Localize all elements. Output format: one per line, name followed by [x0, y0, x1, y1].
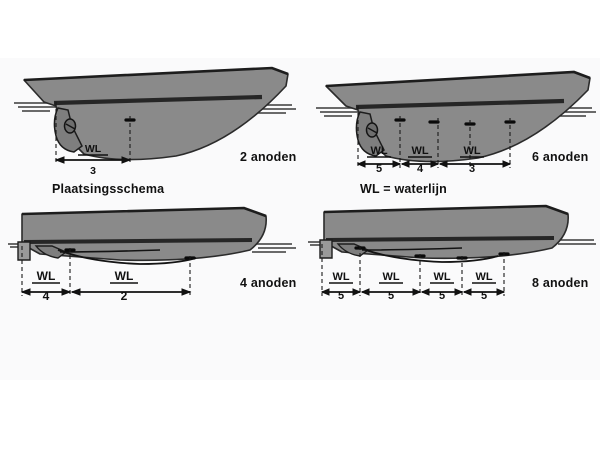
- dimension-segment: [70, 288, 192, 296]
- segment-denominator: 5: [388, 290, 394, 302]
- dimension-leader-lines: [21, 246, 191, 296]
- segment-numerator: WL: [115, 269, 134, 283]
- hull-deck-edge: [21, 206, 267, 218]
- waterlijn-legend-caption: WL = waterlijn: [360, 182, 447, 196]
- hull-waterline-band: [53, 94, 263, 106]
- segment-numerator: WL: [332, 271, 349, 283]
- segment-numerator: WL: [85, 143, 102, 155]
- segment-denominator: 5: [481, 290, 487, 302]
- hull-body: [21, 207, 267, 262]
- segment-denominator: 4: [43, 289, 50, 303]
- hull-deck-edge: [323, 204, 569, 216]
- segment-numerator: WL: [37, 269, 56, 283]
- segment-numerator: WL: [463, 145, 480, 157]
- segment-denominator: 5: [376, 163, 382, 175]
- anode-count-label: 2 anoden: [240, 150, 297, 164]
- segment-numerator: WL: [411, 145, 428, 157]
- hull-deck-edge: [23, 66, 289, 82]
- segment-numerator: WL: [382, 271, 399, 283]
- dimension-segment: [360, 288, 422, 296]
- segment-denominator: 3: [469, 163, 475, 175]
- stern-gear-assembly: [53, 107, 83, 153]
- dimension-segment: [400, 160, 440, 168]
- hull-waterline-band: [355, 98, 565, 110]
- stern-gear-assembly: [355, 111, 385, 157]
- segment-denominator: 3: [90, 165, 96, 177]
- dimension-leader-lines: [55, 102, 131, 164]
- panel-2-anoden: WL 3 2 anoden Plaatsingsschema: [0, 58, 300, 208]
- panel-4-anoden: WL 4 WL 2 4 anoden: [0, 200, 300, 340]
- segment-numerator: WL: [370, 145, 387, 157]
- anode-count-label: 6 anoden: [532, 150, 589, 164]
- segment-numerator: WL: [433, 271, 450, 283]
- dimension-segment: [462, 288, 506, 296]
- keel-and-rudder-assembly: [17, 241, 197, 265]
- segment-denominator: 5: [439, 290, 445, 302]
- segment-numerator: WL: [475, 271, 492, 283]
- plaatsingsschema-caption: Plaatsingsschema: [52, 182, 165, 196]
- dimension-leader-lines: [321, 244, 505, 296]
- dimension-leader-lines: [357, 106, 511, 168]
- panel-8-anoden: WL 5 WL 5 WL 5 WL: [300, 200, 600, 340]
- anode-count-label: 4 anoden: [240, 276, 297, 290]
- panel-6-anoden: WL 5 WL 4 WL 3 6 anoden WL = waterlijn: [300, 58, 600, 208]
- dimension-segment: [356, 160, 402, 168]
- dimension-segment: [320, 288, 362, 296]
- anode-count-label: 8 anoden: [532, 276, 589, 290]
- dimension-segment: [20, 288, 72, 296]
- segment-denominator: 4: [417, 163, 424, 175]
- hull-body: [323, 205, 569, 260]
- water-surface-bow-icon: [556, 239, 596, 245]
- hull-waterline-band: [325, 236, 555, 242]
- hull-deck-edge: [325, 70, 591, 88]
- dimension-segment: [420, 288, 464, 296]
- hull-waterline-band: [23, 238, 253, 244]
- dimension-segment: [54, 156, 132, 164]
- segment-denominator: 5: [338, 290, 344, 302]
- segment-denominator: 2: [121, 289, 128, 303]
- dimension-segment: [438, 160, 512, 168]
- water-surface-bow-icon: [252, 243, 296, 253]
- water-surface-stern-icon: [316, 107, 358, 117]
